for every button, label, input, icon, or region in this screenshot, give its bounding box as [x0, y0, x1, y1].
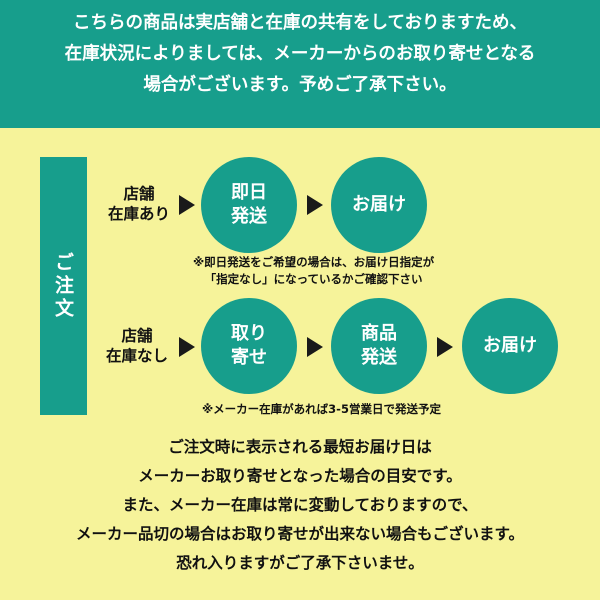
circle-line: 商品 — [361, 323, 397, 344]
store-in-stock-label: 店舗 在庫あり — [97, 184, 181, 224]
banner-line-3: 場合がございます。予めご了承下さい。 — [143, 75, 457, 95]
footer-line-2: メーカーお取り寄せとなった場合の目安です。 — [138, 467, 462, 485]
product-shipping-circle: 商品 発送 — [331, 298, 427, 394]
circle-line: 発送 — [361, 347, 397, 368]
arrow-right-icon — [307, 195, 323, 215]
footer-line-5: 恐れ入りますがご了承下さいませ。 — [176, 554, 424, 572]
store-line: 店舗 — [123, 185, 155, 203]
note-line-1: ※即日発送をご希望の場合は、お届け日指定が — [193, 255, 435, 269]
order-label: ご注文 — [52, 251, 74, 321]
footer-notice: ご注文時に表示される最短お届け日は メーカーお取り寄せとなった場合の目安です。 … — [0, 433, 600, 578]
stock-status-line: 在庫あり — [107, 205, 170, 223]
banner-line-2: 在庫状況によりましては、メーカーからのお取り寄せとなる — [64, 44, 536, 64]
delivery-circle: お届け — [462, 298, 558, 394]
row2-note: ※メーカー在庫があれば3-5営業日で発送予定 — [202, 401, 441, 418]
arrow-right-icon — [307, 337, 323, 357]
arrow-right-icon — [179, 337, 195, 357]
arrow-right-icon — [179, 195, 195, 215]
order-sidebar: ご注文 — [40, 157, 87, 415]
footer-line-4: メーカー品切の場合はお取り寄せが出来ない場合もございます。 — [76, 525, 524, 543]
footer-line-3: また、メーカー在庫は常に変動しておりますので、 — [122, 496, 478, 514]
store-line: 店舗 — [121, 327, 153, 345]
arrow-right-icon — [437, 337, 453, 357]
same-day-shipping-circle: 即日 発送 — [201, 157, 297, 253]
circle-line: 発送 — [231, 206, 267, 227]
circle-line: 取り — [231, 323, 267, 344]
stock-status-line: 在庫なし — [105, 347, 168, 365]
note-line: ※メーカー在庫があれば3-5営業日で発送予定 — [202, 402, 441, 416]
backorder-circle: 取り 寄せ — [201, 298, 297, 394]
store-out-of-stock-label: 店舗 在庫なし — [95, 326, 179, 366]
note-line-2: 「指定なし」になっているかご確認下さい — [204, 272, 423, 286]
delivery-circle: お届け — [331, 157, 427, 253]
banner-line-1: こちらの商品は実店舗と在庫の共有をしておりますため、 — [73, 13, 527, 33]
circle-line: 寄せ — [231, 347, 267, 368]
notice-banner: こちらの商品は実店舗と在庫の共有をしておりますため、 在庫状況によりましては、メ… — [0, 0, 600, 128]
footer-line-1: ご注文時に表示される最短お届け日は — [168, 438, 432, 456]
circle-line: 即日 — [231, 182, 267, 203]
row1-note: ※即日発送をご希望の場合は、お届け日指定が 「指定なし」になっているかご確認下さ… — [193, 254, 434, 288]
circle-label: お届け — [352, 194, 406, 215]
circle-label: お届け — [483, 335, 537, 356]
